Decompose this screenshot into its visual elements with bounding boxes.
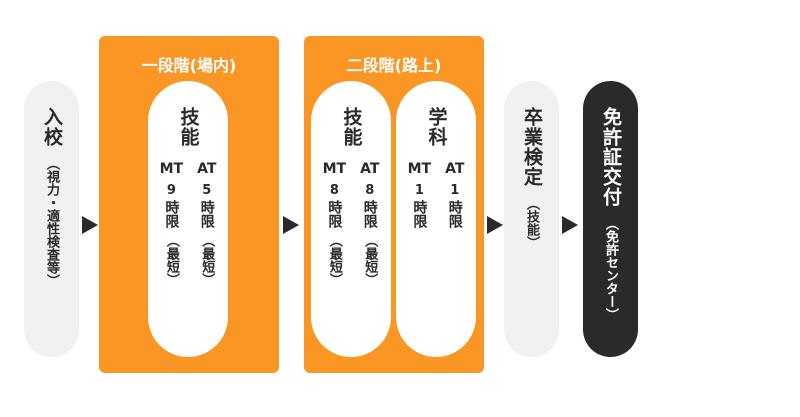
step-license: 免許証交付 （免許センター） [583,81,638,357]
col-unit: 時限 [411,200,428,228]
graduation-title: 卒業検定 [521,107,543,187]
stage2-box: 二段階(路上) 技能 MT 8 時限 （最短） AT 8 時限 （最短） 学科 MT 1 時限 … [304,36,484,373]
col-unit: 時限 [326,200,343,228]
col-count: 1 [414,183,424,198]
stage1-box: 一段階(場内) 技能 MT 9 時限 （最短） AT 5 時限 （最短） [99,36,279,373]
stage2-lecture-card: 学科 MT 1 時限 AT 1 時限 [396,81,476,357]
entry-note: （視力・適性検査等） [44,157,59,287]
col-header: AT [445,161,465,177]
col-note: （最短） [163,234,179,286]
step-entry: 入校 （視力・適性検査等） [24,81,79,357]
col-unit: 時限 [198,200,215,228]
stage2-skill-card: 技能 MT 8 時限 （最短） AT 8 時限 （最短） [311,81,391,357]
arrow-right-icon [283,216,299,234]
mt-column: MT 1 時限 [408,161,431,228]
col-unit: 時限 [361,200,378,228]
at-column: AT 1 時限 [445,161,464,228]
arrow-right-icon [562,216,578,234]
stage1-title: 一段階(場内) [141,56,237,75]
arrow-right-icon [82,216,98,234]
mt-column: MT 9 時限 （最短） [160,161,183,286]
graduation-note: （技能） [524,197,539,249]
stage1-skill-card: 技能 MT 9 時限 （最短） AT 5 時限 （最短） [148,81,228,357]
col-header: AT [197,161,217,177]
at-column: AT 5 時限 （最短） [197,161,216,286]
at-column: AT 8 時限 （最短） [360,161,379,286]
arrow-right-icon [487,216,503,234]
entry-title: 入校 [41,107,63,147]
col-note: （最短） [199,234,215,286]
col-count: 1 [450,183,460,198]
license-note: （免許センター） [603,217,618,321]
col-count: 5 [202,183,212,198]
stage2-title: 二段階(路上) [346,56,442,75]
col-note: （最短） [362,234,378,286]
col-unit: 時限 [163,200,180,228]
col-header: AT [360,161,380,177]
col-count: 9 [166,183,176,198]
col-header: MT [407,161,432,177]
license-title: 免許証交付 [600,107,622,207]
col-header: MT [322,161,347,177]
mt-column: MT 8 時限 （最短） [323,161,346,286]
col-count: 8 [329,183,339,198]
col-note: （最短） [326,234,342,286]
step-graduation: 卒業検定 （技能） [504,81,559,357]
col-count: 8 [365,183,375,198]
card-title: 学科 [425,107,448,147]
col-header: MT [159,161,184,177]
col-unit: 時限 [446,200,463,228]
card-title: 技能 [177,107,200,147]
card-title: 技能 [340,107,363,147]
